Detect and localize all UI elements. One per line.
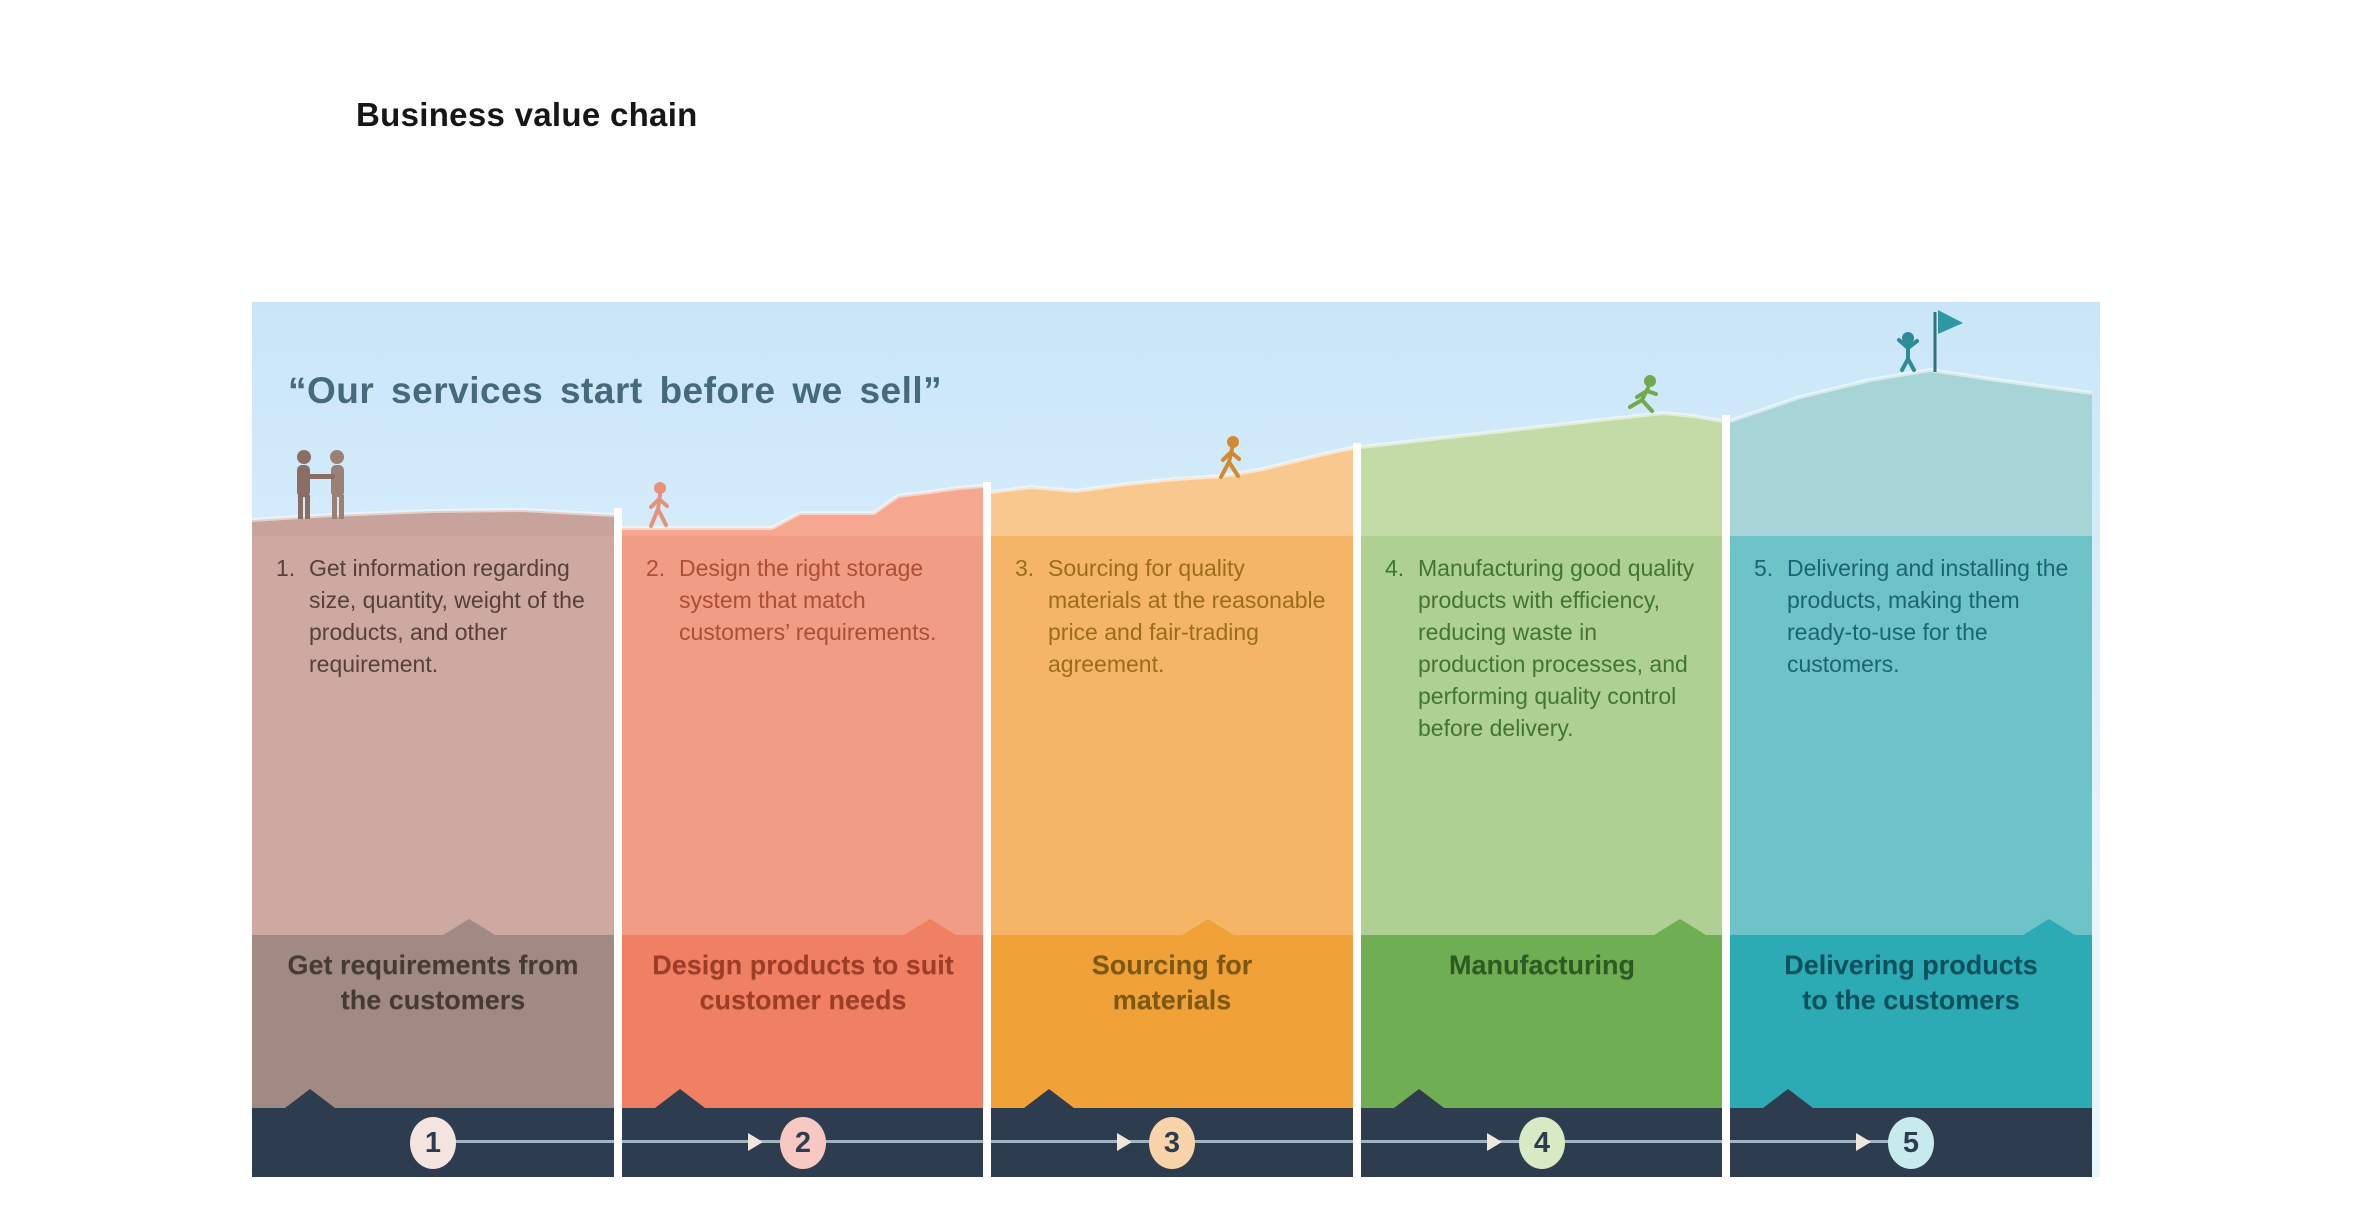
stage-label: Delivering products to the customers (1784, 950, 2038, 1015)
stage-label: Get requirements from the customers (287, 950, 579, 1015)
stage-description-text: Manufacturing good quality products with… (1418, 555, 1695, 741)
quote-text: “Our services start before we sell” (288, 370, 943, 411)
stage-terrain-graphic (622, 482, 984, 1177)
stage-column-1: 1. Get information regarding size, quant… (252, 302, 614, 1177)
stage-description: 1. Get information regarding size, quant… (276, 552, 594, 680)
stage-label: Manufacturing (1449, 950, 1635, 980)
stage-label: Design products to suit customer needs (652, 950, 954, 1015)
stage-list-marker: 2. (646, 555, 666, 581)
walking-figure-icon (649, 482, 669, 528)
stage-description-text: Sourcing for quality materials at the re… (1048, 555, 1326, 677)
stage-list-marker: 4. (1385, 555, 1405, 581)
column-divider (1353, 443, 1361, 1177)
business-value-chain-diagram: “Our services start before we sell” 1. G… (252, 302, 2100, 1177)
column-divider (614, 508, 622, 1177)
stage-column-2: 2. Design the right storage system that … (622, 302, 984, 1177)
step-number-badge: 4 (1519, 1117, 1565, 1169)
summit-flag-figure-icon (1897, 310, 1963, 372)
stage-description: 4. Manufacturing good quality products w… (1385, 552, 1703, 744)
stage-terrain-graphic (1730, 310, 2092, 1177)
stage-list-marker: 3. (1015, 555, 1035, 581)
stage-description: 5. Delivering and installing the product… (1754, 552, 2072, 680)
stage-description-text: Get information regarding size, quantity… (309, 555, 585, 677)
stage-list-marker: 5. (1754, 555, 1774, 581)
stage-list-marker: 1. (276, 555, 296, 581)
column-divider (983, 482, 991, 1177)
step-number-badge: 2 (780, 1117, 826, 1169)
handshake-figures-icon (297, 450, 344, 519)
stage-column-3: 3. Sourcing for quality materials at the… (991, 302, 1353, 1177)
step-number-badge: 5 (1888, 1117, 1934, 1169)
step-arrow-icon (748, 1133, 763, 1151)
stage-description-text: Delivering and installing the products, … (1787, 555, 2069, 677)
stage-column-4: 4. Manufacturing good quality products w… (1361, 302, 1723, 1177)
step-number-badge: 1 (410, 1117, 456, 1169)
step-arrow-icon (1856, 1133, 1871, 1151)
running-figure-icon (1628, 375, 1658, 413)
stage-description: 2. Design the right storage system that … (646, 552, 964, 648)
stage-column-5: 5. Delivering and installing the product… (1730, 302, 2092, 1177)
stage-terrain-graphic (991, 436, 1353, 1177)
stage-label: Sourcing for materials (1091, 950, 1253, 1015)
stage-description-text: Design the right storage system that mat… (679, 555, 937, 645)
step-arrow-icon (1487, 1133, 1502, 1151)
stage-terrain-graphic (1361, 375, 1723, 1177)
step-number-badge: 3 (1149, 1117, 1195, 1169)
column-divider (1722, 415, 1730, 1177)
stage-terrain-graphic (252, 450, 614, 1177)
step-arrow-icon (1117, 1133, 1132, 1151)
page-title: Business value chain (356, 96, 698, 133)
stage-description: 3. Sourcing for quality materials at the… (1015, 552, 1333, 680)
hiking-figure-icon (1219, 436, 1241, 479)
